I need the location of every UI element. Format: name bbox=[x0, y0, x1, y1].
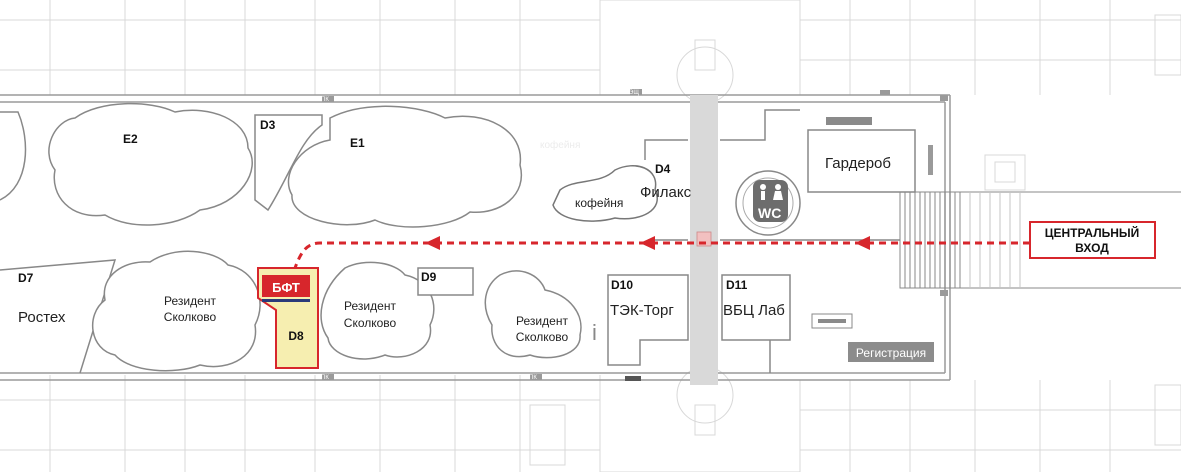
booth-d8-bft[interactable] bbox=[257, 267, 319, 369]
booth-resident-2[interactable] bbox=[320, 261, 435, 360]
booth-d3[interactable] bbox=[254, 114, 323, 212]
pk-marker-bottom-1: ПК bbox=[321, 375, 329, 381]
booth-d10-name: ТЭК-Торг bbox=[610, 302, 674, 319]
booth-d10[interactable] bbox=[607, 274, 689, 366]
booth-resident-3[interactable] bbox=[484, 270, 582, 359]
resident-2-line1: Резидент bbox=[344, 299, 396, 313]
booth-d4-name: Филакс bbox=[640, 184, 692, 201]
booth-d4-label: D4 bbox=[655, 162, 671, 176]
outer-stairs bbox=[969, 192, 1021, 288]
central-entrance[interactable] bbox=[1029, 221, 1156, 259]
resident-1-line1: Резидент bbox=[164, 294, 216, 308]
booth-d11[interactable] bbox=[721, 274, 791, 341]
booth-d11-label: D11 bbox=[726, 278, 748, 292]
booth-resident-1[interactable] bbox=[91, 250, 261, 372]
booth-e1-label: E1 bbox=[350, 136, 365, 150]
registration-label: Регистрация bbox=[856, 346, 926, 360]
cafe-label: кофейня bbox=[575, 196, 623, 210]
info-icon: i bbox=[592, 320, 597, 345]
resident-1-line2: Сколково bbox=[164, 310, 217, 324]
booth-d7-label: D7 bbox=[18, 271, 34, 285]
registration[interactable] bbox=[848, 342, 934, 362]
booth-e2[interactable] bbox=[48, 102, 253, 226]
booth-e1[interactable] bbox=[287, 105, 523, 228]
esch-marker: ЭЩ bbox=[629, 90, 639, 96]
booth-d9-label: D9 bbox=[421, 270, 437, 284]
background-cafe-text: кофейня bbox=[540, 139, 580, 151]
booth-d8-label: D8 bbox=[288, 329, 304, 343]
booth-d7-name: Ростех bbox=[18, 309, 66, 326]
booth-d3-label: D3 bbox=[260, 118, 276, 132]
pk-marker-bottom-2: ПК bbox=[529, 375, 537, 381]
booth-d9[interactable] bbox=[417, 267, 474, 296]
entrance-stairs bbox=[899, 191, 1181, 289]
garderob-label: Гардероб bbox=[825, 155, 891, 172]
route-to-booth bbox=[293, 236, 1030, 269]
booth-e2-label: E2 bbox=[123, 132, 138, 146]
resident-2-line2: Сколково bbox=[344, 316, 397, 330]
entrance-label-line2: ВХОД bbox=[1075, 241, 1109, 255]
resident-3-line1: Резидент bbox=[516, 314, 568, 328]
entrance-label-line1: ЦЕНТРАЛЬНЫЙ bbox=[1045, 225, 1140, 240]
left-wall bbox=[0, 111, 117, 374]
resident-3-line2: Сколково bbox=[516, 330, 569, 344]
cafe[interactable] bbox=[552, 165, 658, 222]
booth-d11-name: ВБЦ Лаб bbox=[723, 302, 785, 319]
wc-label: WC bbox=[758, 205, 781, 221]
booth-d10-label: D10 bbox=[611, 278, 633, 292]
bft-logo-text: БФТ bbox=[272, 280, 300, 295]
floor-marker bbox=[625, 376, 641, 381]
wc[interactable] bbox=[735, 170, 801, 236]
hall-outline bbox=[0, 94, 951, 381]
wall-markers bbox=[322, 89, 948, 380]
registration-desk bbox=[811, 313, 853, 329]
pk-marker-top: ПК bbox=[321, 97, 329, 103]
garderob[interactable] bbox=[807, 117, 933, 193]
